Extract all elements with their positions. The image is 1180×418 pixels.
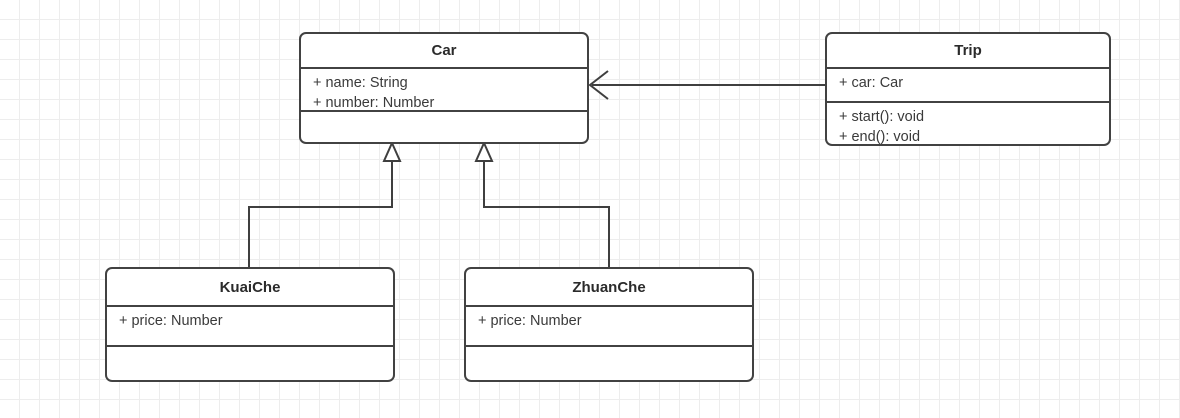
edge-line [248,161,393,267]
class-operations-car [301,110,587,142]
class-attributes-car: + name: String + number: Number [301,67,587,111]
class-attributes-zhuanche: + price: Number [466,305,752,345]
class-operations-trip: + start(): void + end(): void [827,101,1109,144]
class-title-zhuanche: ZhuanChe [572,278,646,296]
class-operations-kuaiche [107,345,393,380]
class-attributes-kuaiche: + price: Number [107,305,393,345]
class-box-kuaiche[interactable]: KuaiChe + price: Number [105,267,395,382]
class-title-trip: Trip [954,42,982,59]
hollow-triangle-arrowhead [474,140,494,162]
edge-kuaiche-inherits-car [248,140,402,267]
class-attributes-trip: + car: Car [827,67,1109,101]
edge-trip-uses-car [588,70,825,100]
operation-item: + end(): void [839,129,921,145]
class-title-car: Car [431,42,457,59]
operation-item: + start(): void [839,109,925,125]
attribute-item: + name: String [313,75,408,91]
attribute-item: + price: Number [478,313,582,329]
attribute-item: + car: Car [839,75,904,91]
class-box-car[interactable]: Car + name: String + number: Number [299,32,589,144]
edge-zhuanche-inherits-car [474,140,610,267]
class-box-trip[interactable]: Trip + car: Car + start(): void + end():… [825,32,1111,146]
hollow-triangle-arrowhead [382,140,402,162]
attribute-item: + number: Number [313,95,435,111]
open-arrowhead [588,70,609,100]
attribute-item: + price: Number [119,313,223,329]
class-box-zhuanche[interactable]: ZhuanChe + price: Number [464,267,754,382]
edge-line [483,161,610,267]
class-title-kuaiche: KuaiChe [219,278,281,296]
class-operations-zhuanche [466,345,752,380]
